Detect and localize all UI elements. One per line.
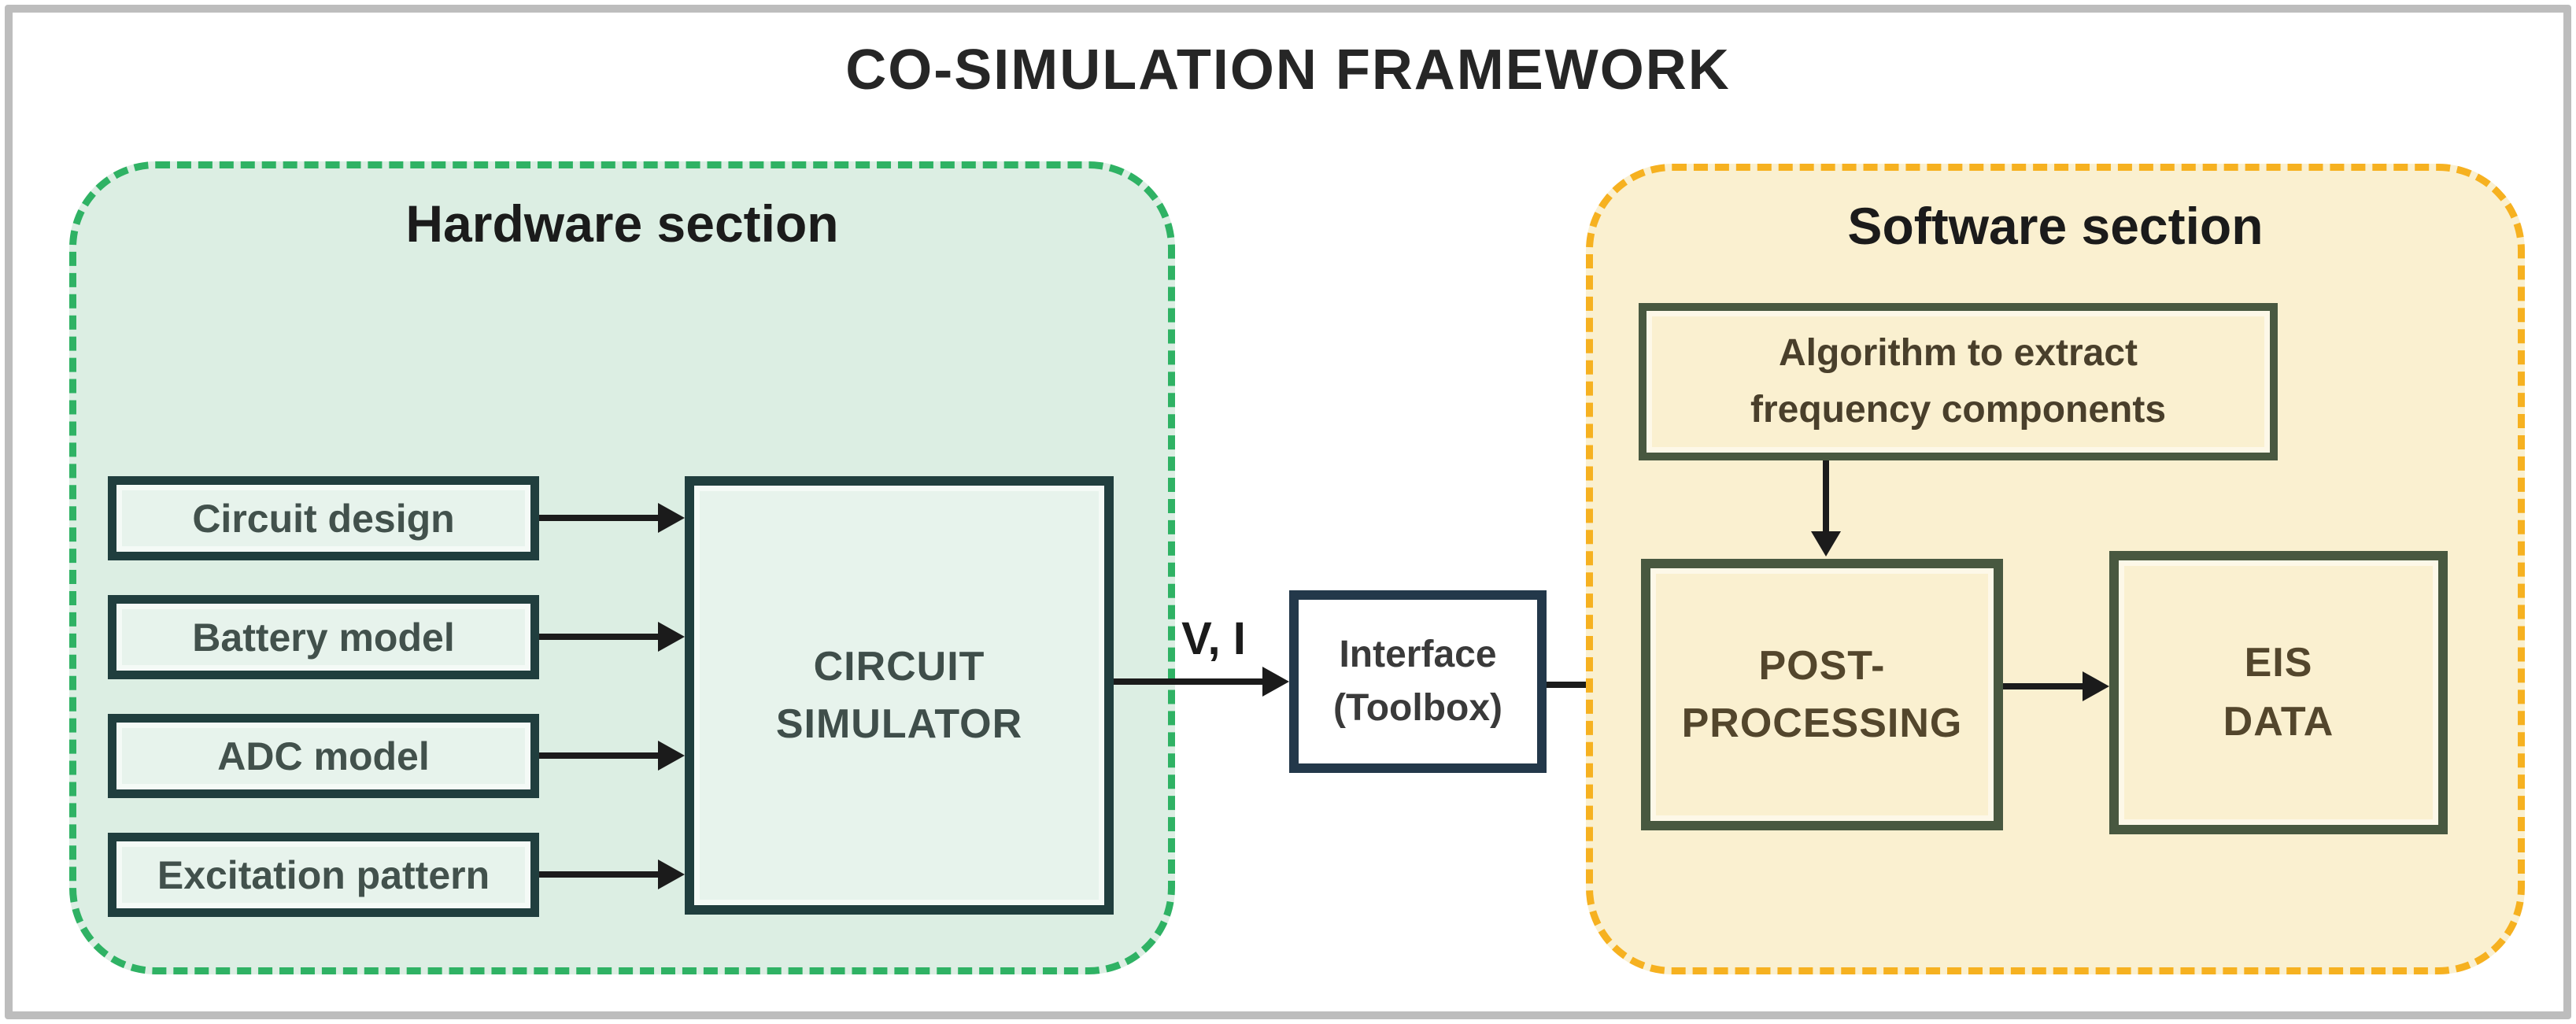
excitation-pattern-label: Excitation pattern — [157, 852, 490, 897]
circuit-design-box: Circuit design — [108, 476, 539, 560]
arrowhead-down-icon — [1811, 531, 1841, 556]
arrow-battery-model-to-simulator — [539, 621, 685, 652]
arrowhead-right-icon — [658, 622, 685, 652]
circuit-simulator-label: CIRCUIT SIMULATOR — [775, 643, 1023, 747]
eis-data-label: EIS DATA — [2223, 639, 2334, 745]
arrowhead-right-icon — [2083, 671, 2109, 701]
adc-model-box: ADC model — [108, 714, 539, 798]
arrow-algorithm-to-postprocessing — [1810, 460, 1842, 556]
post-processing-label: POST- PROCESSING — [1681, 642, 1963, 746]
arrow-adc-model-to-simulator — [539, 740, 685, 771]
battery-model-label: Battery model — [192, 615, 455, 660]
battery-model-box: Battery model — [108, 595, 539, 679]
arrowhead-right-icon — [658, 503, 685, 533]
interface-toolbox-box: Interface (Toolbox) — [1289, 590, 1547, 773]
adc-model-label: ADC model — [217, 734, 430, 778]
arrow-circuit-design-to-simulator — [539, 502, 685, 534]
hardware-section-label: Hardware section — [405, 194, 839, 253]
arrow-postprocessing-to-eis — [2003, 671, 2109, 702]
circuit-design-label: Circuit design — [192, 496, 455, 541]
algorithm-label: Algorithm to extract frequency component… — [1750, 332, 2167, 431]
post-processing-box: POST- PROCESSING — [1641, 559, 2003, 830]
circuit-simulator-box: CIRCUIT SIMULATOR — [685, 476, 1114, 915]
page-title: CO-SIMULATION FRAMEWORK — [845, 39, 1731, 102]
interface-toolbox-label: Interface (Toolbox) — [1332, 633, 1503, 729]
software-section-label: Software section — [1847, 197, 2264, 255]
algorithm-box: Algorithm to extract frequency component… — [1639, 303, 2278, 460]
arrowhead-right-icon — [1262, 667, 1289, 697]
arrow-simulator-to-interface — [1114, 666, 1289, 697]
arrowhead-right-icon — [658, 741, 685, 771]
arrow-excitation-pattern-to-simulator — [539, 859, 685, 890]
arrowhead-right-icon — [658, 859, 685, 889]
eis-data-box: EIS DATA — [2109, 551, 2448, 834]
signal-label-vi: V, I — [1181, 613, 1246, 664]
excitation-pattern-box: Excitation pattern — [108, 833, 539, 917]
